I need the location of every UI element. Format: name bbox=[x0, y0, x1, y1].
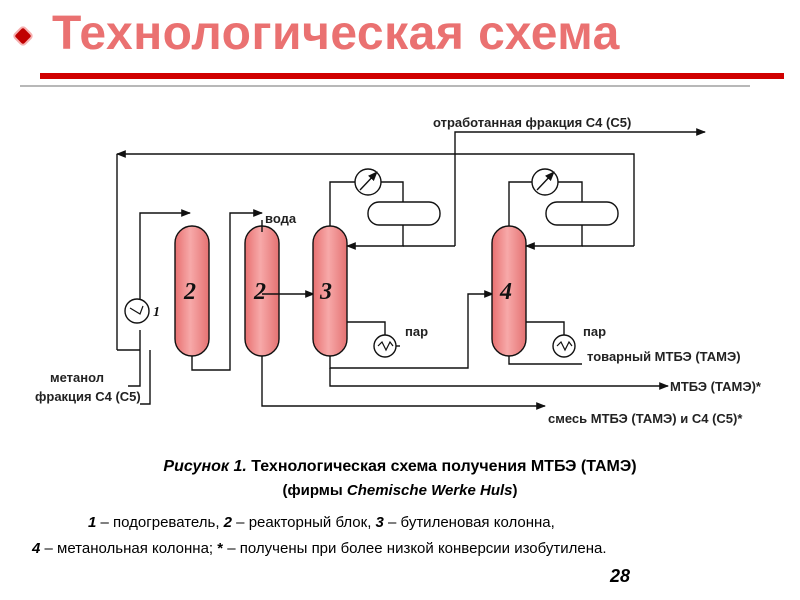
figure-label: Рисунок 1. bbox=[163, 458, 247, 475]
caption-company: Chemische Werke Huls bbox=[346, 482, 513, 499]
legend-num-2: 2 bbox=[223, 514, 233, 531]
legend-line1: 1 – подогреватель, 2 – реакторный блок, … bbox=[88, 514, 555, 531]
pipe-recycle bbox=[116, 150, 635, 246]
label-unit-1: 1 bbox=[153, 305, 160, 320]
label-unit-2a: 2 bbox=[183, 279, 196, 305]
label-methanol: метанол bbox=[50, 370, 104, 385]
page-title: Технологическая схема bbox=[52, 7, 620, 60]
label-unit-2b: 2 bbox=[253, 279, 266, 305]
pipe-3-overhead bbox=[329, 181, 355, 226]
label-mtbe: МТБЭ (ТАМЭ)* bbox=[670, 379, 762, 394]
legend-num-4: 4 bbox=[32, 540, 41, 557]
label-water: вода bbox=[265, 211, 297, 226]
legend-num-1: 1 bbox=[88, 514, 97, 531]
heater-1-icon bbox=[124, 298, 150, 324]
pipe-4-overhead bbox=[508, 181, 532, 226]
page-number: 28 bbox=[610, 566, 631, 586]
label-fraction-in: фракция С4 (С5) bbox=[35, 389, 141, 404]
caption-prefix: (фирмы bbox=[282, 482, 347, 499]
pipe-4-reflux bbox=[525, 225, 583, 250]
pipe-3-bottom bbox=[329, 290, 494, 369]
header: Технологическая схема bbox=[0, 0, 800, 87]
label-steam-2: пар bbox=[583, 324, 606, 339]
legend-text-4: – метанольная колонна; bbox=[40, 540, 218, 557]
reboiler-4-icon bbox=[552, 334, 576, 358]
legend-text-5: – получены при более низкой конверсии из… bbox=[223, 540, 607, 557]
pipe-feed-in bbox=[140, 350, 151, 405]
legend-text-2: – реакторный блок, bbox=[232, 514, 376, 531]
legend-text-1: – подогреватель, bbox=[96, 514, 224, 531]
pipe-commercial-mtbe bbox=[508, 356, 582, 365]
caption-suffix: ) bbox=[512, 482, 518, 499]
pipe-3-reflux bbox=[346, 225, 404, 250]
pipe-methanol-in bbox=[128, 350, 141, 387]
reflux-drum-4 bbox=[545, 201, 619, 226]
label-unit-4: 4 bbox=[499, 279, 512, 305]
legend-star: * bbox=[217, 540, 224, 557]
legend-num-3: 3 bbox=[375, 514, 384, 531]
legend-line2: 4 – метанольная колонна; * – получены пр… bbox=[32, 540, 607, 557]
title-underline-red bbox=[40, 73, 784, 79]
pipe-mtbe-out bbox=[329, 368, 669, 390]
label-mix: смесь МТБЭ (ТАМЭ) и С4 (С5)* bbox=[548, 411, 743, 426]
figure-caption-line1: Рисунок 1. Технологическая схема получен… bbox=[0, 458, 800, 476]
figure-title: Технологическая схема получения МТБЭ (ТА… bbox=[251, 458, 637, 475]
title-underline-gray bbox=[20, 85, 750, 87]
pipe-mix-out bbox=[261, 370, 546, 410]
pipe-heater-up bbox=[139, 209, 191, 299]
legend-text-3: – бутиленовая колонна, bbox=[383, 514, 555, 531]
label-spent-fraction: отработанная фракция С4 (С5) bbox=[433, 115, 631, 130]
reflux-drum-3 bbox=[367, 201, 441, 226]
label-steam-1: пар bbox=[405, 324, 428, 339]
figure-caption-line2: (фирмы Chemische Werke Huls) bbox=[0, 482, 800, 499]
label-unit-3: 3 bbox=[319, 279, 332, 305]
pipe-top-return bbox=[454, 128, 706, 246]
pipe-2a-out bbox=[191, 209, 263, 371]
label-commercial-mtbe: товарный МТБЭ (ТАМЭ) bbox=[587, 349, 741, 364]
